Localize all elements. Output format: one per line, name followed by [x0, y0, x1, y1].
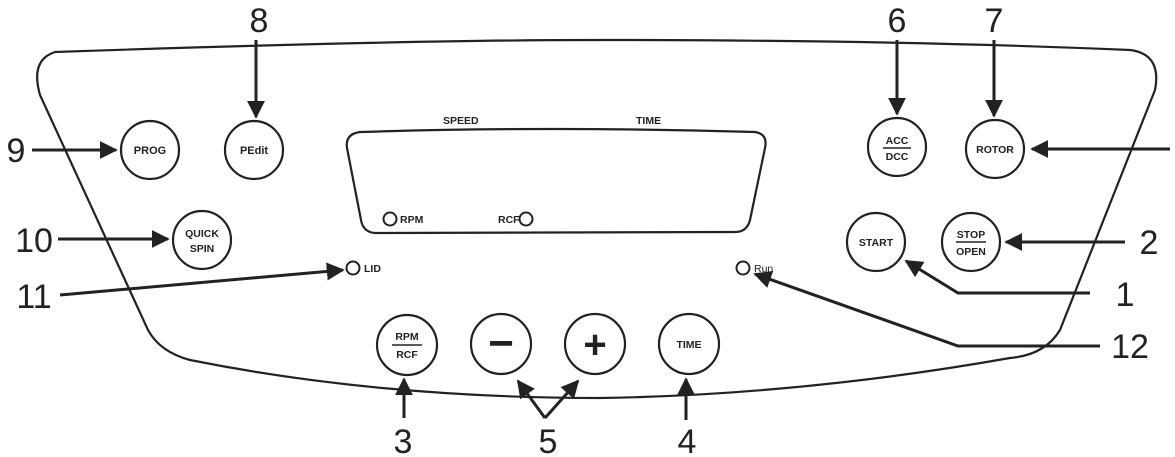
callout-1: 1	[1116, 276, 1135, 314]
rotor-button[interactable]: ROTOR	[964, 118, 1026, 180]
arrow-11	[59, 262, 345, 297]
plus-button[interactable]: +	[563, 312, 627, 376]
svg-text:RPM: RPM	[395, 331, 419, 343]
pedit-button[interactable]: PEdit	[223, 119, 285, 181]
minus-button[interactable]: −	[469, 312, 533, 376]
rpm-indicator-label: RPM	[400, 214, 424, 226]
speed-label: SPEED	[443, 115, 479, 127]
callout-10: 10	[15, 222, 53, 260]
callout-7: 7	[985, 2, 1004, 40]
callout-3: 3	[394, 423, 413, 457]
svg-text:ROTOR: ROTOR	[976, 144, 1014, 156]
svg-text:TIME: TIME	[676, 339, 701, 351]
time-button[interactable]: TIME	[657, 312, 721, 376]
svg-text:ACC: ACC	[886, 135, 909, 147]
callout-12: 12	[1111, 328, 1149, 366]
svg-text:OPEN: OPEN	[956, 246, 986, 258]
callout-4: 4	[678, 423, 697, 457]
callout-2: 2	[1140, 224, 1159, 262]
svg-text:−: −	[488, 319, 514, 368]
rcf-indicator-led	[518, 211, 534, 227]
arrow-1	[904, 259, 1090, 295]
svg-text:PEdit: PEdit	[240, 145, 268, 157]
stop-open-button[interactable]: STOP OPEN	[940, 211, 1002, 273]
svg-text:SPIN: SPIN	[190, 243, 215, 255]
time-display-label: TIME	[636, 115, 661, 127]
svg-text:PROG: PROG	[134, 145, 166, 157]
callout-8: 8	[250, 2, 269, 40]
rpm-indicator-led	[382, 211, 398, 227]
rpm-rcf-button[interactable]: RPM RCF	[375, 313, 439, 377]
rcf-indicator-label: RCF	[498, 214, 520, 226]
lid-led	[345, 260, 361, 276]
arrow-5a	[516, 379, 547, 419]
svg-text:START: START	[859, 237, 894, 249]
callout-5: 5	[539, 423, 558, 457]
callout-6: 6	[888, 2, 907, 40]
svg-text:DCC: DCC	[886, 151, 909, 163]
lid-label: LID	[364, 263, 381, 275]
prog-button[interactable]: PROG	[119, 119, 181, 181]
arrow-12	[753, 270, 1100, 348]
acc-dcc-button[interactable]: ACC DCC	[866, 116, 928, 178]
run-led	[735, 260, 751, 276]
svg-text:STOP: STOP	[957, 229, 985, 241]
svg-text:+: +	[583, 323, 606, 367]
display-window	[345, 127, 767, 235]
callout-9: 9	[7, 132, 26, 170]
start-button[interactable]: START	[845, 211, 907, 273]
quick-spin-button[interactable]: QUICK SPIN	[171, 209, 233, 271]
svg-text:RCF: RCF	[396, 349, 418, 361]
svg-text:QUICK: QUICK	[185, 228, 219, 240]
arrow-5b	[543, 379, 580, 419]
callout-11: 11	[16, 278, 51, 316]
